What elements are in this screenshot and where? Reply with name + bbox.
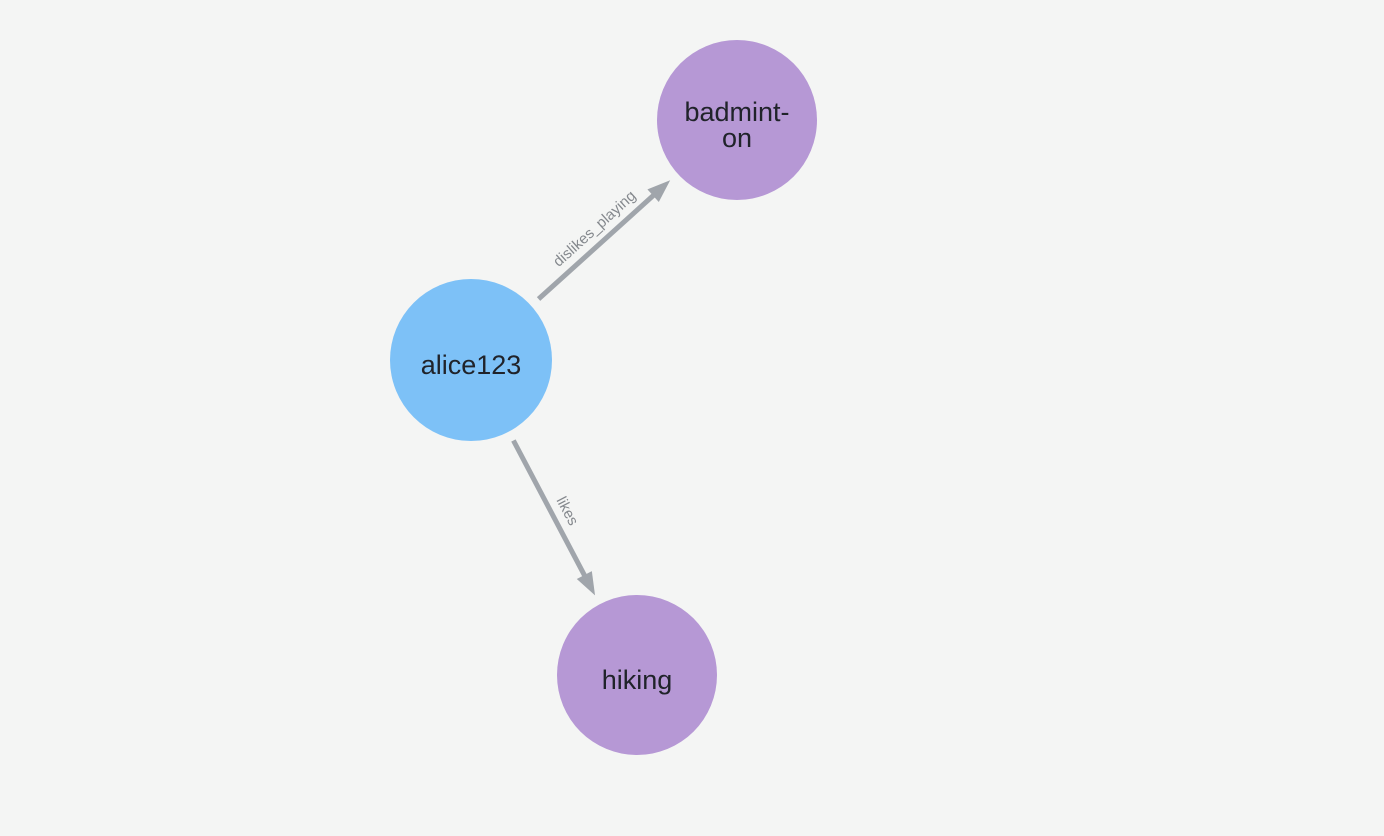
node-circle[interactable] [657, 40, 817, 200]
edge-label-dislikes-playing: dislikes_playing [550, 187, 639, 270]
edge-line [511, 439, 589, 580]
node-label-badminton: badmint-on [684, 97, 789, 153]
node-alice123[interactable]: alice123 [390, 279, 552, 441]
node-circle[interactable] [390, 279, 552, 441]
arrowhead-icon [576, 571, 596, 596]
edge-dislikes-playing[interactable]: dislikes_playing [536, 180, 671, 301]
node-label-hiking: hiking [602, 665, 673, 695]
node-label-alice123: alice123 [421, 350, 522, 380]
edge-likes[interactable]: likes [511, 439, 596, 596]
node-badminton[interactable]: badmint-on [657, 40, 817, 200]
arrowhead-icon [647, 180, 671, 203]
node-circle[interactable] [557, 595, 717, 755]
node-hiking[interactable]: hiking [557, 595, 717, 755]
edge-line [536, 191, 658, 301]
